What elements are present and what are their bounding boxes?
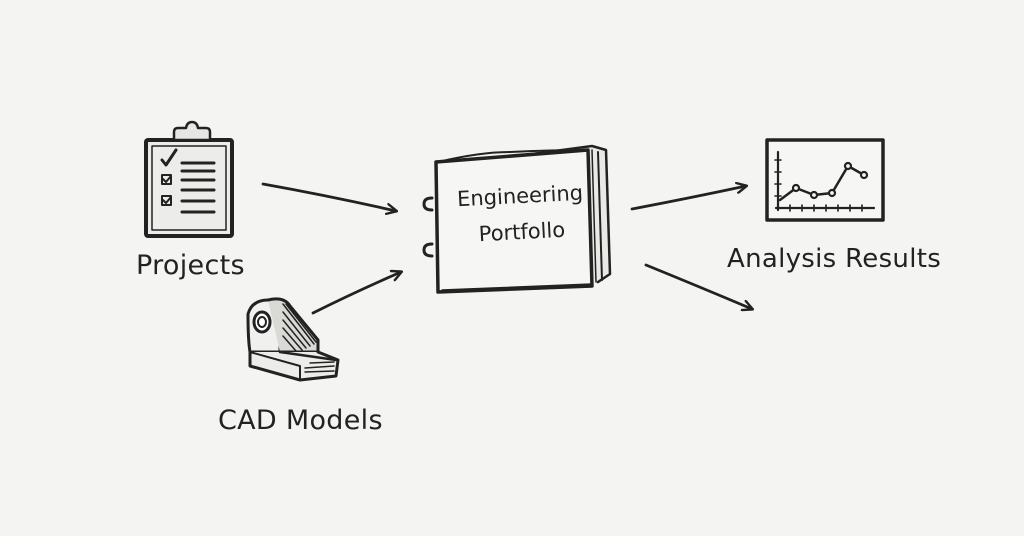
arrow-portfolio-to-analysis <box>630 186 746 211</box>
line-chart-icon <box>765 138 885 222</box>
arrow-cad-to-portfolio <box>311 272 401 315</box>
arrow-portfolio-outward <box>644 263 752 309</box>
clipboard-checklist-icon <box>144 120 234 238</box>
cad-part-icon <box>246 297 340 382</box>
portfolio-binder-icon <box>422 144 612 294</box>
portfolio-title: Engineering Portfollo <box>436 174 606 255</box>
cad-models-label: CAD Models <box>218 405 383 436</box>
arrow-projects-to-portfolio <box>261 182 396 211</box>
projects-label: Projects <box>136 250 245 281</box>
analysis-results-label: Analysis Results <box>727 244 942 274</box>
